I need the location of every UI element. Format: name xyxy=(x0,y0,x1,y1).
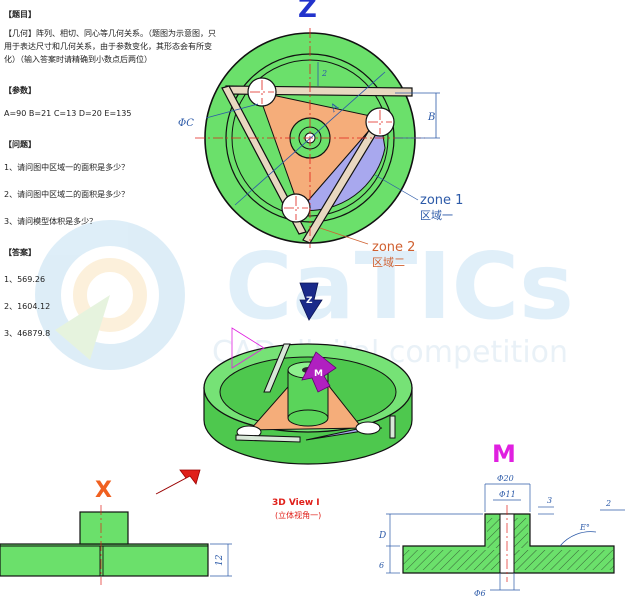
params-text: A=90 B=21 C=13 D=20 E=135 xyxy=(4,109,132,118)
svg-text:M: M xyxy=(314,369,323,379)
zone-2-label: zone 2 xyxy=(372,240,415,255)
front-base xyxy=(0,543,209,577)
dim-12-label: 12 xyxy=(215,554,225,566)
iso-view: M 3D View I (立体视角一) xyxy=(203,327,413,520)
dim-c-label: ΦC xyxy=(178,118,194,129)
top-view-letter: Z xyxy=(298,0,317,24)
dim-phi11-label: Φ11 xyxy=(499,490,516,499)
zone-2-label-cn: 区域二 xyxy=(372,256,405,269)
dim-phi6-label: Φ6 xyxy=(474,589,486,598)
params-heading: 【参数】 xyxy=(4,86,36,95)
title-heading: 【题目】 xyxy=(4,10,36,19)
dim-2-label: 2 xyxy=(321,69,327,78)
hole-top-left xyxy=(247,77,277,107)
dim-b-label: B xyxy=(427,112,435,123)
zone-1-label-cn: 区域一 xyxy=(420,209,453,222)
side-view-letter: M xyxy=(492,440,516,468)
iso-view-label-cn: (立体视角一) xyxy=(275,510,321,520)
dim-e-label: E° xyxy=(579,523,590,532)
slot-left xyxy=(221,85,307,235)
dim-d-label: D xyxy=(378,531,386,541)
view-direction-arrow-z: Z xyxy=(299,282,323,321)
dim-3-label: 3 xyxy=(547,496,552,505)
answer-2: 2、1604.12 xyxy=(4,302,51,311)
dim-6-label: 6 xyxy=(379,561,384,570)
front-view: X 12 xyxy=(0,469,232,585)
iso-view-label: 3D View I xyxy=(272,498,320,508)
side-view: M Φ20 Φ11 3 D 6 Φ6 2 E° xyxy=(378,440,625,598)
view-direction-arrow-m: M xyxy=(301,351,337,393)
hole-right xyxy=(365,107,395,137)
front-view-letter: X xyxy=(95,478,112,503)
dim-phi20-label: Φ20 xyxy=(497,474,514,483)
top-view: Z xyxy=(178,0,463,269)
question-1: 1、请问图中区域一的面积是多少？ xyxy=(4,163,130,172)
svg-text:Z: Z xyxy=(306,296,313,306)
front-hub xyxy=(79,511,129,545)
dim-2-side-label: 2 xyxy=(605,499,611,508)
title-text: 【几何】阵列、相切、同心等几何关系。（题图为示意图，只用于表达尺寸和几何关系，由… xyxy=(4,29,216,64)
zone-1-label: zone 1 xyxy=(420,193,463,208)
questions-heading: 【问题】 xyxy=(4,140,36,149)
question-2: 2、请问图中区域二的面积是多少？ xyxy=(4,190,130,199)
question-panel: 【题目】 【几何】阵列、相切、同心等几何关系。（题图为示意图，只用于表达尺寸和几… xyxy=(4,4,219,340)
answer-1: 1、569.26 xyxy=(4,275,46,284)
question-3: 3、请问模型体积是多少？ xyxy=(4,217,98,226)
answer-3: 3、46879.8 xyxy=(4,329,51,338)
answers-heading: 【答案】 xyxy=(4,248,36,257)
view-direction-arrow-x xyxy=(155,469,201,495)
